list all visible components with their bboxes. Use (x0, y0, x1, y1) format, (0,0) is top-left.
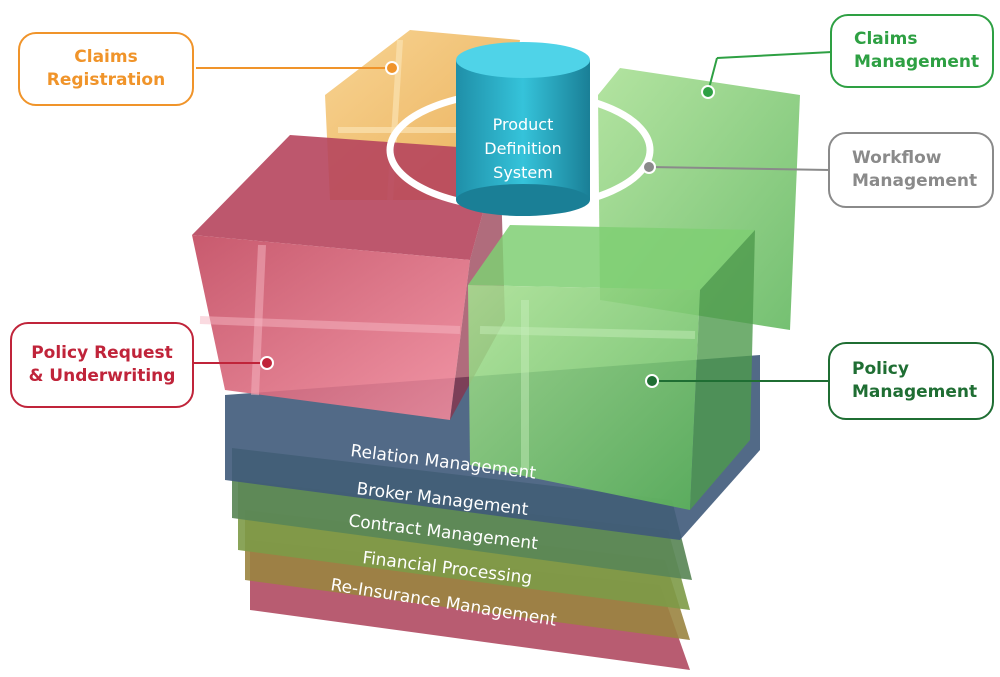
workflow-management-callout: Workflow Management (828, 132, 994, 208)
claims-management-line1: Claims (854, 29, 918, 49)
policy-management-line1: Policy (852, 359, 909, 379)
product-definition-cylinder: Product Definition System (386, 42, 654, 216)
pds-line-3: System (493, 163, 553, 182)
claims-registration-line1: Claims (74, 47, 138, 67)
claims-management-dot (701, 85, 715, 99)
policy-management-block (468, 225, 755, 510)
connectors (194, 51, 833, 388)
claims-registration-line2: Registration (46, 70, 166, 90)
workflow-management-line2: Management (852, 171, 978, 191)
policy-request-callout: Policy Request & Underwriting (10, 322, 194, 408)
policy-management-line2: Management (852, 382, 978, 402)
policy-management-callout: Policy Management (828, 342, 994, 420)
pds-line-1: Product (493, 115, 554, 134)
claims-management-line2: Management (854, 52, 980, 72)
workflow-management-dot (642, 160, 656, 174)
claims-registration-callout: Claims Registration (18, 32, 194, 106)
policy-management-dot (645, 374, 659, 388)
policy-request-block (192, 135, 505, 420)
pds-line-2: Definition (484, 139, 561, 158)
claims-management-callout: Claims Management (830, 14, 994, 88)
policy-request-dot (260, 356, 274, 370)
policy-request-line2: & Underwriting (28, 366, 176, 386)
workflow-management-line1: Workflow (852, 148, 942, 168)
claims-registration-dot (385, 61, 399, 75)
policy-request-line1: Policy Request (31, 343, 173, 363)
